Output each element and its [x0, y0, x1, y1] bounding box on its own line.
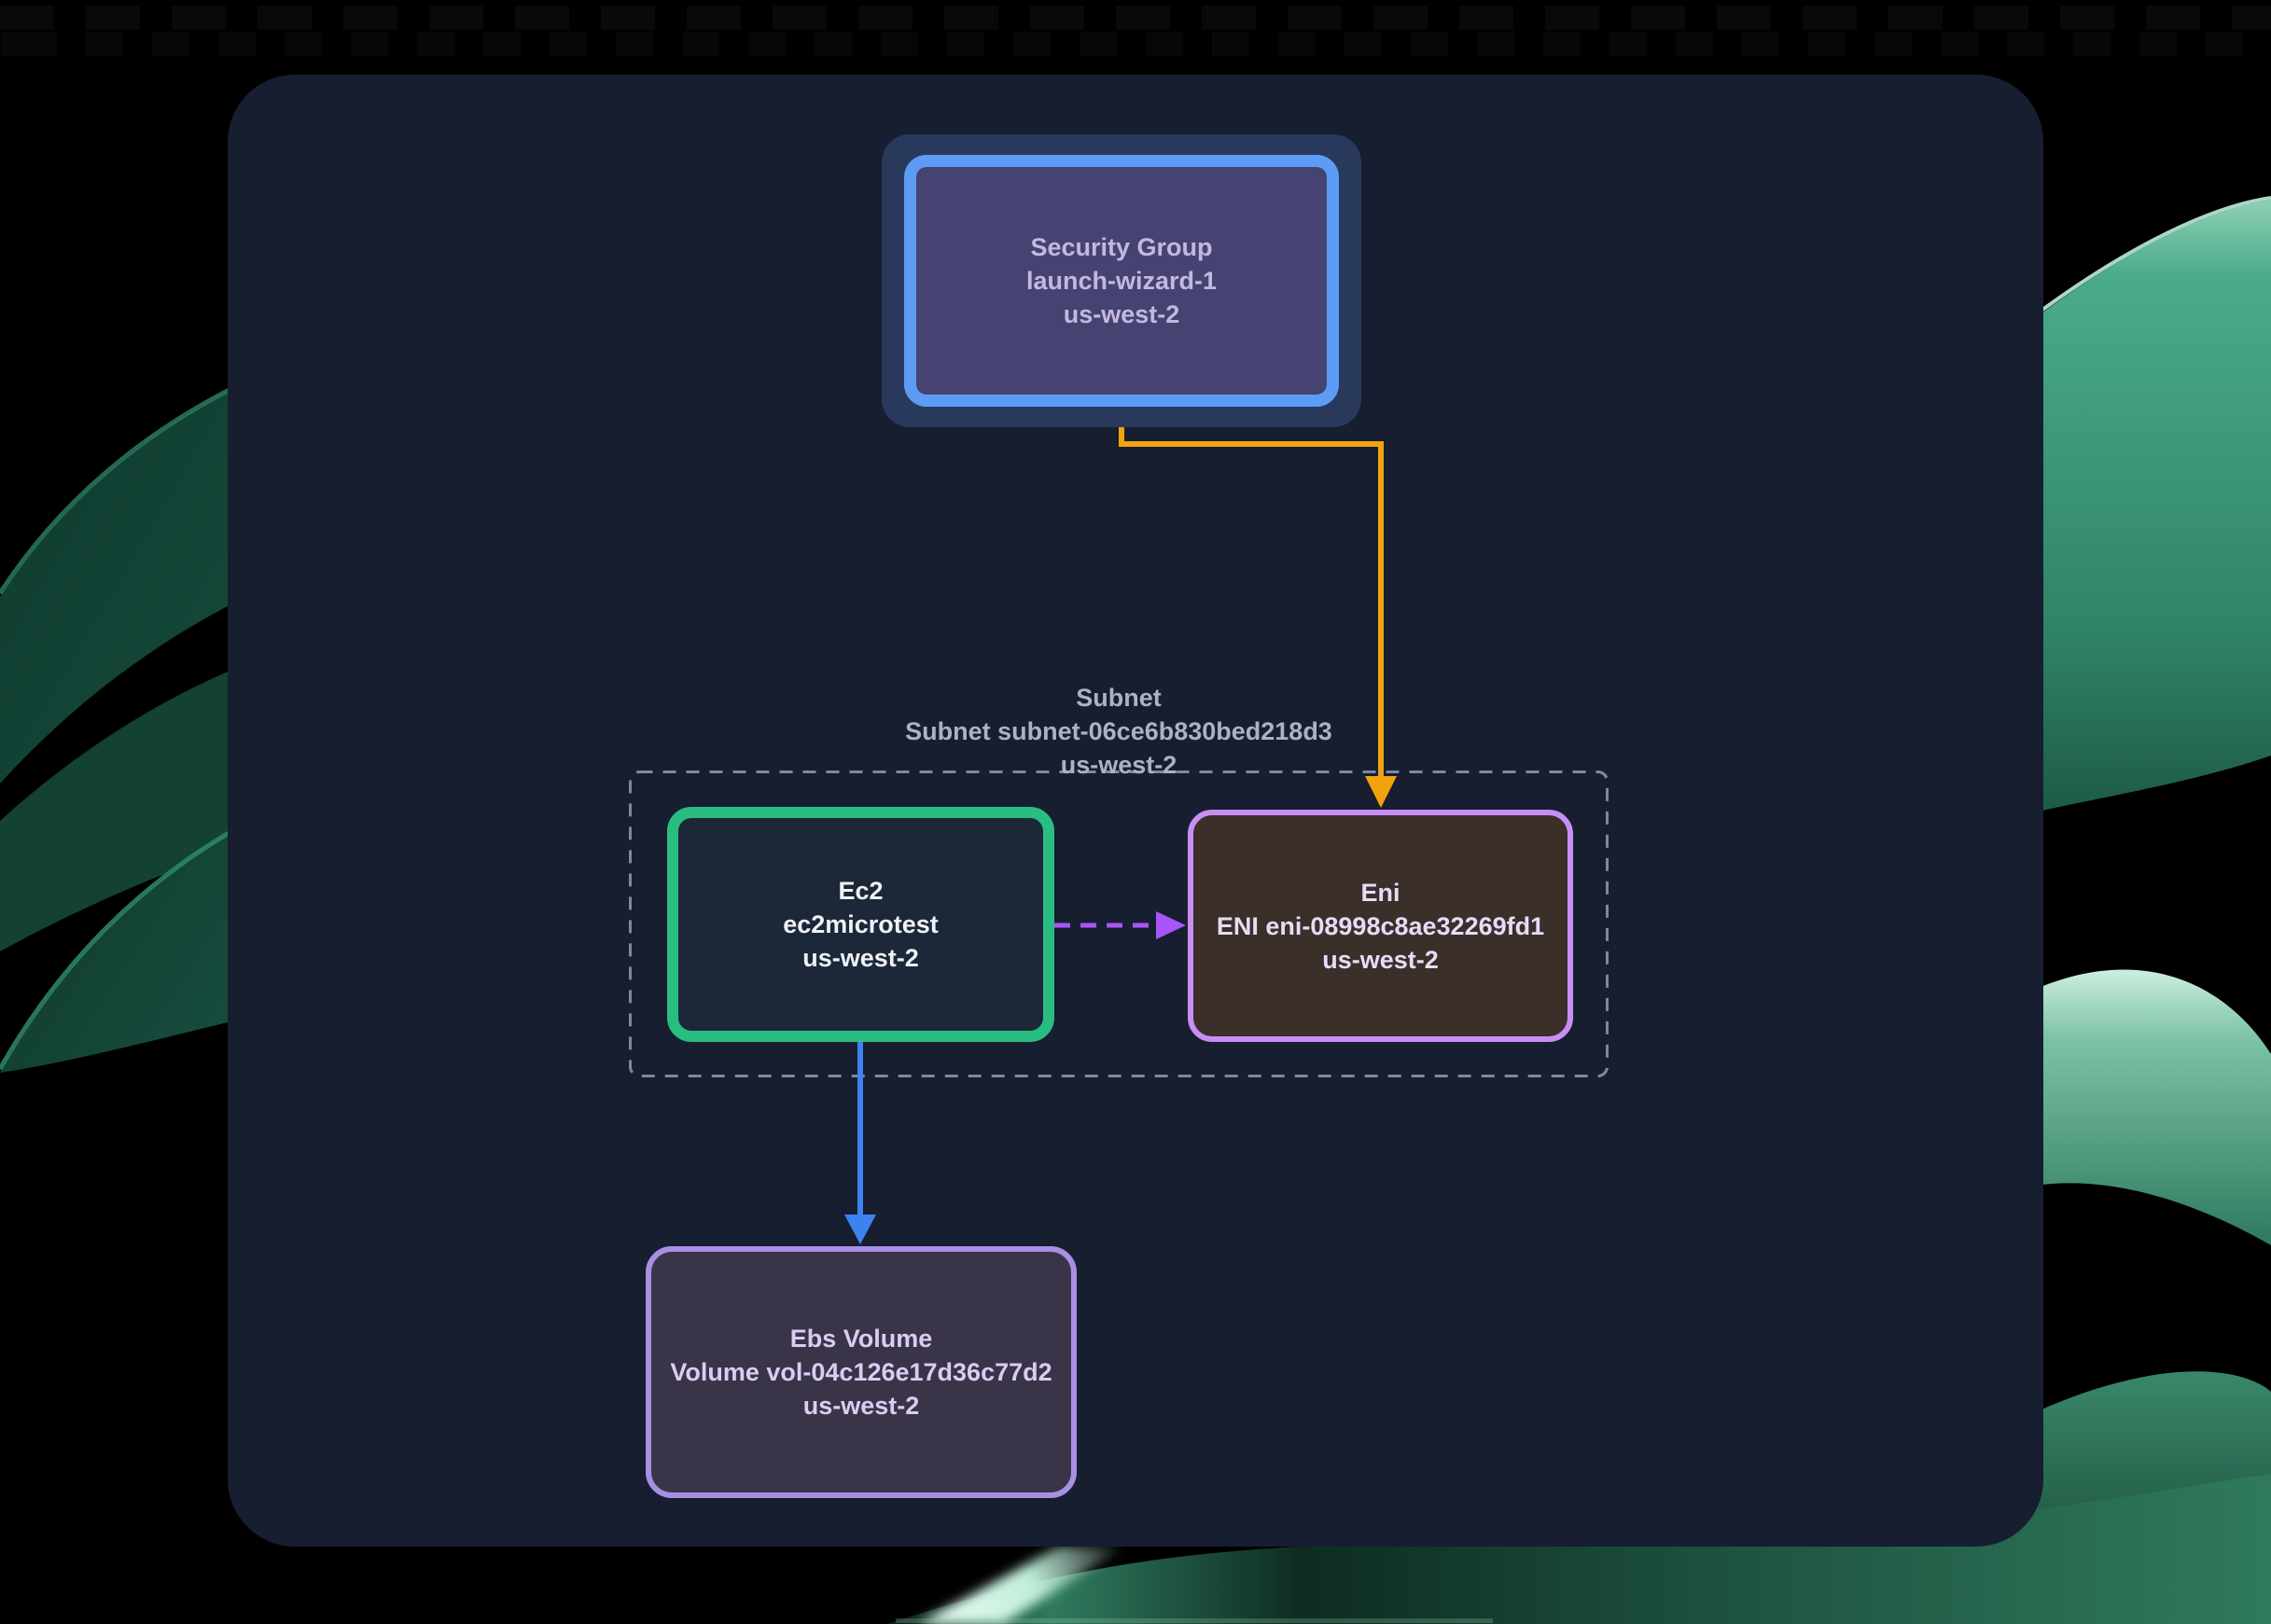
node-region: us-west-2: [802, 1392, 920, 1420]
ec2-node[interactable]: Ec2 ec2microtest us-west-2: [667, 807, 1054, 1042]
node-name: Volume vol-04c126e17d36c77d2: [670, 1358, 1052, 1386]
node-title: Ebs Volume: [789, 1325, 933, 1353]
node-title: Security Group: [1030, 233, 1213, 261]
right-ribbon-cluster: [1976, 196, 2271, 1624]
node-title: Eni: [1360, 878, 1400, 907]
subnet-group-boundary[interactable]: [629, 770, 1609, 1077]
security-group-selection-halo: Security Group launch-wizard-1 us-west-2: [882, 134, 1361, 427]
node-name: ec2microtest: [783, 910, 939, 938]
security-group-node[interactable]: Security Group launch-wizard-1 us-west-2: [904, 155, 1339, 407]
node-region: us-west-2: [1063, 300, 1180, 328]
arrowhead-down-icon: [1365, 776, 1397, 808]
bottom-wave: [886, 1474, 2271, 1624]
node-name: ENI eni-08998c8ae32269fd1: [1216, 911, 1545, 940]
diagram-canvas: Subnet Subnet subnet-06ce6b830bed218d3 u…: [228, 75, 2043, 1547]
node-name: launch-wizard-1: [1025, 267, 1218, 295]
subnet-name: Subnet subnet-06ce6b830bed218d3: [905, 717, 1332, 745]
subnet-region: us-west-2: [1060, 751, 1177, 779]
edge-ec2-to-eni[interactable]: [1054, 911, 1186, 939]
background-window-sliver: [0, 0, 2271, 73]
arrowhead-right-icon: [1156, 911, 1186, 939]
subnet-group-label: Subnet Subnet subnet-06ce6b830bed218d3 u…: [773, 681, 1464, 782]
eni-node[interactable]: Eni ENI eni-08998c8ae32269fd1 us-west-2: [1188, 810, 1573, 1042]
node-region: us-west-2: [1322, 945, 1439, 974]
ebs-volume-node[interactable]: Ebs Volume Volume vol-04c126e17d36c77d2 …: [646, 1246, 1077, 1498]
edge-ec2-to-ebs[interactable]: [844, 1042, 876, 1244]
subnet-title: Subnet: [1076, 684, 1162, 712]
node-title: Ec2: [838, 877, 884, 905]
node-region: us-west-2: [802, 944, 919, 972]
arrowhead-down-icon: [844, 1215, 876, 1244]
